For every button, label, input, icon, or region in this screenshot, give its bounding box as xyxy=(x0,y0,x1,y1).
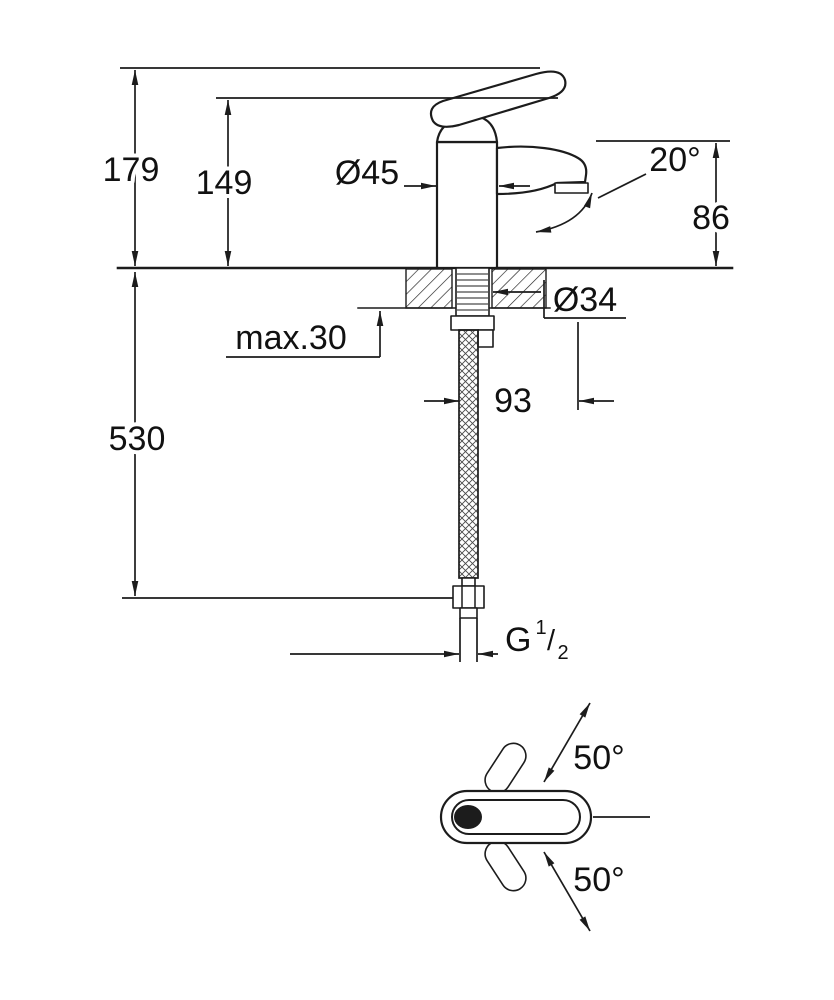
connector-thread-stub xyxy=(459,607,478,619)
dim-93: 93 xyxy=(424,322,614,424)
under-deck-assembly xyxy=(450,267,495,619)
handle-outline-outer xyxy=(439,789,593,845)
dim-50-lower-line xyxy=(543,851,591,932)
handle-top-view: 50° 50° xyxy=(439,702,650,932)
dim-50-upper-line xyxy=(543,702,591,783)
deck-hatch-right xyxy=(491,268,547,309)
thread-denominator: 2 xyxy=(557,642,568,664)
dim-149: 149 xyxy=(192,97,558,266)
dim-20-label: 20° xyxy=(649,141,700,179)
thread-slash: / xyxy=(547,625,556,657)
supply-hose xyxy=(458,329,479,579)
shank-threads xyxy=(457,273,488,311)
dim-spout-angle: 20° xyxy=(597,137,705,199)
lever-position-lower xyxy=(484,840,527,892)
lever-position-upper xyxy=(484,742,527,794)
dim-d34-label: Ø34 xyxy=(553,281,617,319)
dim-g-half-thread: G 1 / 2 xyxy=(290,613,573,668)
dim-93-label: 93 xyxy=(494,382,532,420)
deck-hatch-left xyxy=(405,268,453,309)
clamp-screw xyxy=(477,329,494,348)
thread-numerator: 1 xyxy=(535,617,546,639)
faucet-side-view xyxy=(429,70,593,270)
thread-g-label: G xyxy=(505,621,531,659)
cartridge-mark xyxy=(454,805,482,829)
dim-179-label: 179 xyxy=(103,151,160,189)
handle-outline-inner xyxy=(451,799,581,835)
dim-max30: max.30 xyxy=(226,311,384,361)
swivel-arrow xyxy=(535,192,593,233)
dim-20-leader xyxy=(597,173,647,199)
connector-neck xyxy=(461,577,476,587)
mounting-clamp xyxy=(450,315,495,331)
dim-diameter-34: Ø34 xyxy=(493,277,626,323)
dim-50-lower-label: 50° xyxy=(573,861,624,899)
dim-530-label: 530 xyxy=(109,420,166,458)
dim-diameter-45: Ø45 xyxy=(331,150,530,196)
handle-lever xyxy=(429,70,567,128)
dim-86: 86 xyxy=(596,140,734,266)
dim-max30-label: max.30 xyxy=(235,319,347,357)
faucet-spout xyxy=(495,145,588,196)
mounting-deck xyxy=(116,266,734,309)
dim-50-upper-label: 50° xyxy=(573,739,624,777)
dim-86-label: 86 xyxy=(692,199,730,237)
dim-d45-label: Ø45 xyxy=(335,154,399,192)
dim-530: 530 xyxy=(105,272,453,599)
faucet-body xyxy=(435,140,499,270)
dim-179: 179 xyxy=(99,67,540,266)
aerator xyxy=(554,182,589,194)
dim-149-label: 149 xyxy=(196,164,253,202)
connector-nut xyxy=(452,585,485,609)
